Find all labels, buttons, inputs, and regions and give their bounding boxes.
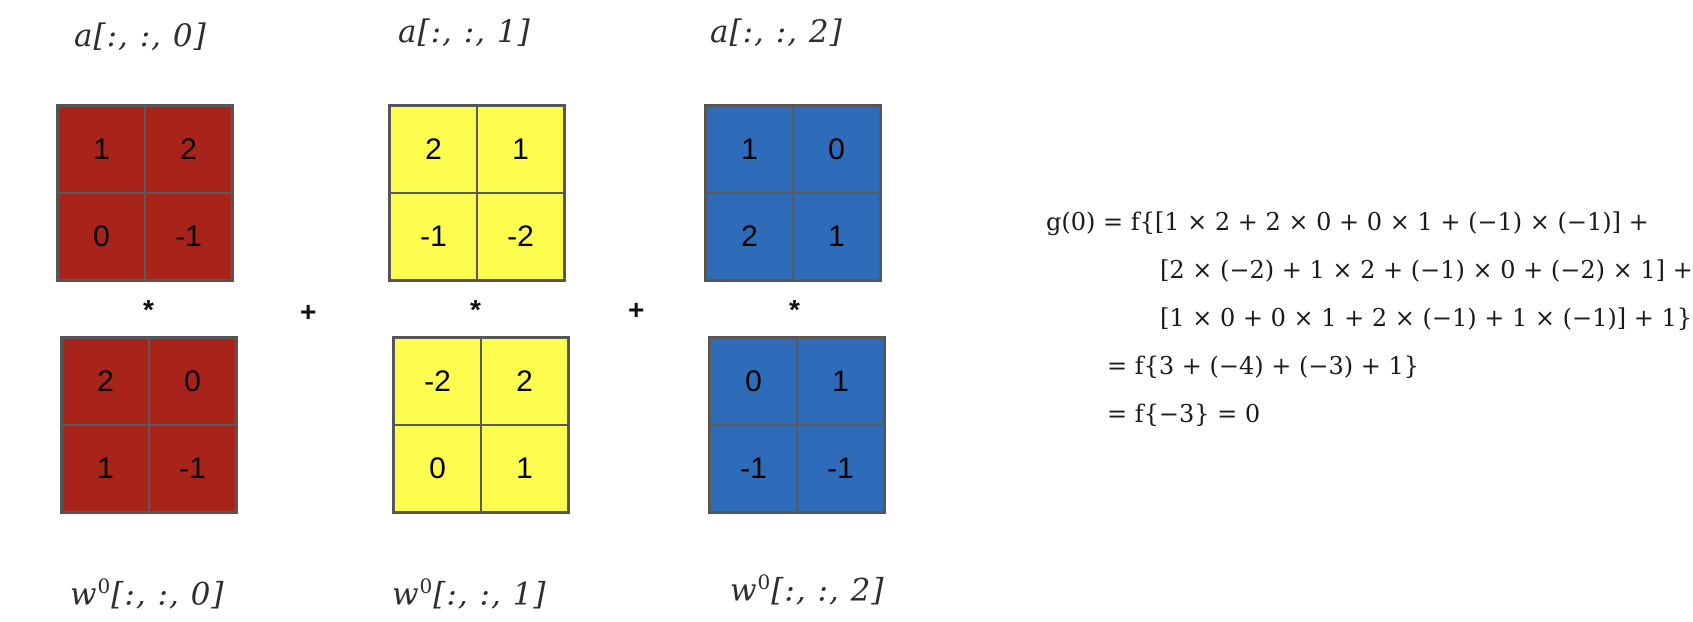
label-w-channel-1: w0[:, :, 1] [392, 574, 547, 612]
matrix-cell: -1 [710, 425, 797, 512]
matrix-cell: 1 [481, 425, 568, 512]
label-a-channel-2: a[:, :, 2] [710, 14, 843, 50]
conv-operator-1: * [470, 294, 481, 325]
matrix-cell: 2 [481, 338, 568, 425]
matrix-cell: 0 [710, 338, 797, 425]
matrix-cell: -1 [797, 425, 884, 512]
label-w-base: w [70, 576, 98, 613]
label-w-base: w [392, 576, 420, 613]
equation-line-5: = f{−3} = 0 [1107, 400, 1261, 428]
matrix-cell: -2 [394, 338, 481, 425]
equation-line-1: g(0) = f{[1 × 2 + 2 × 0 + 0 × 1 + (−1) ×… [1046, 208, 1649, 236]
matrix-cell: 1 [797, 338, 884, 425]
matrix-cell: 1 [58, 106, 145, 193]
label-w-index: [:, :, 0] [111, 576, 225, 613]
label-w-superscript: 0 [419, 574, 434, 598]
label-w-superscript: 0 [97, 574, 112, 598]
matrix-cell: 1 [706, 106, 793, 193]
matrix-cell: -1 [149, 425, 236, 512]
conv-operator-0: * [143, 294, 154, 325]
plus-operator-1: + [628, 294, 645, 325]
label-a-channel-1: a[:, :, 1] [398, 14, 531, 50]
label-w-index: [:, :, 1] [433, 576, 547, 613]
matrix-cell: -1 [390, 193, 477, 280]
matrix-cell: 0 [394, 425, 481, 512]
conv-operator-2: * [789, 294, 800, 325]
equation-line-4: = f{3 + (−4) + (−3) + 1} [1107, 352, 1420, 380]
matrix-cell: 0 [58, 193, 145, 280]
label-w-superscript: 0 [757, 570, 772, 594]
matrix-cell: 2 [62, 338, 149, 425]
matrix-cell: -2 [477, 193, 564, 280]
matrix-cell: 0 [793, 106, 880, 193]
matrix-cell: 2 [145, 106, 232, 193]
label-w-index: [:, :, 2] [771, 572, 885, 609]
matrix-cell: 1 [793, 193, 880, 280]
matrix-cell: 1 [62, 425, 149, 512]
matrix-cell: 2 [706, 193, 793, 280]
label-w-channel-2: w0[:, :, 2] [730, 570, 885, 608]
plus-operator-0: + [300, 296, 317, 327]
label-a-channel-0: a[:, :, 0] [74, 18, 207, 54]
matrix-cell: 0 [149, 338, 236, 425]
label-w-channel-0: w0[:, :, 0] [70, 574, 225, 612]
matrix-cell: -1 [145, 193, 232, 280]
equation-line-2: [2 × (−2) + 1 × 2 + (−1) × 0 + (−2) × 1]… [1160, 256, 1693, 284]
label-w-base: w [730, 572, 758, 609]
equation-line-3: [1 × 0 + 0 × 1 + 2 × (−1) + 1 × (−1)] + … [1160, 304, 1693, 332]
matrix-cell: 1 [477, 106, 564, 193]
matrix-cell: 2 [390, 106, 477, 193]
